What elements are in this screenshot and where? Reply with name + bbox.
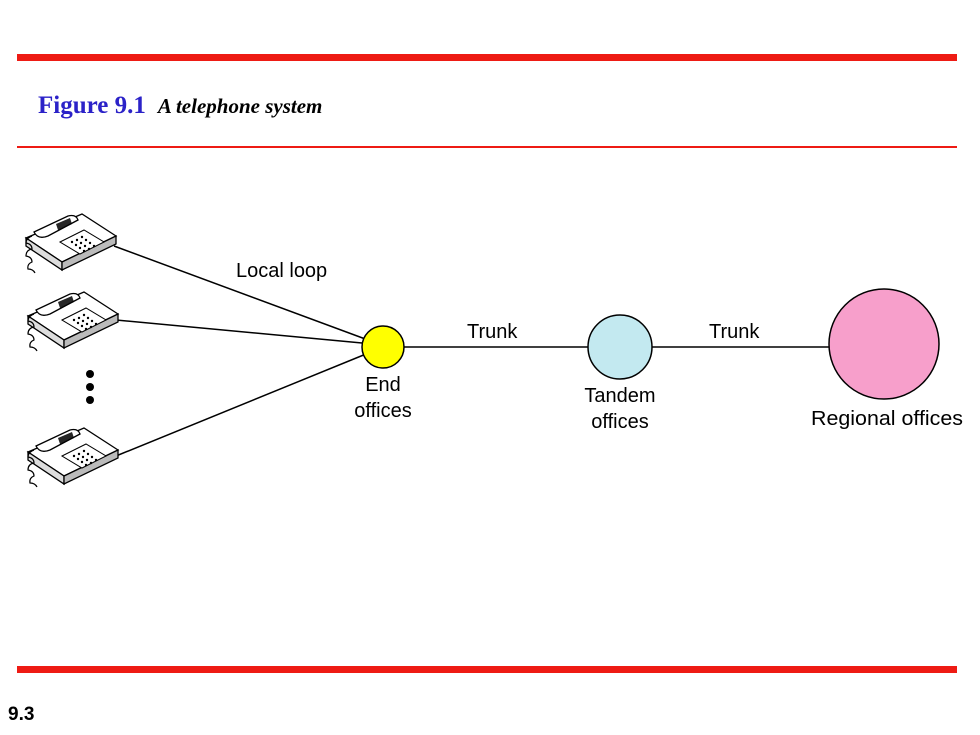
page-number: 9.3 [8, 704, 35, 725]
telephone-icon [27, 427, 119, 488]
end-office-node [361, 325, 405, 369]
regional-offices-label: Regional offices [811, 408, 963, 430]
top-rule [17, 54, 957, 61]
trunk-label: Trunk [709, 321, 760, 343]
vertical-ellipsis-icon [86, 370, 94, 404]
tandem-offices-label-line2: offices [591, 411, 648, 433]
tandem-offices-label-line1: Tandem [584, 385, 655, 407]
end-offices-label-line1: End [365, 374, 401, 396]
regional-office-node [828, 288, 940, 400]
local-loop-label: Local loop [236, 260, 327, 282]
tandem-office-node [587, 314, 653, 380]
figure-caption: A telephone system [157, 94, 323, 118]
telephone-icon [25, 213, 117, 274]
local-loop-line [115, 353, 367, 457]
figure-title: Figure 9.1 A telephone system [38, 92, 322, 120]
title-rule [17, 146, 957, 148]
figure-number: Figure 9.1 [38, 92, 146, 119]
local-loop-line [115, 319, 363, 344]
local-loop-line [113, 245, 369, 341]
telephone-icon [27, 291, 119, 352]
bottom-rule [17, 666, 957, 673]
trunk-label: Trunk [467, 321, 518, 343]
end-offices-label-line2: offices [354, 400, 411, 422]
